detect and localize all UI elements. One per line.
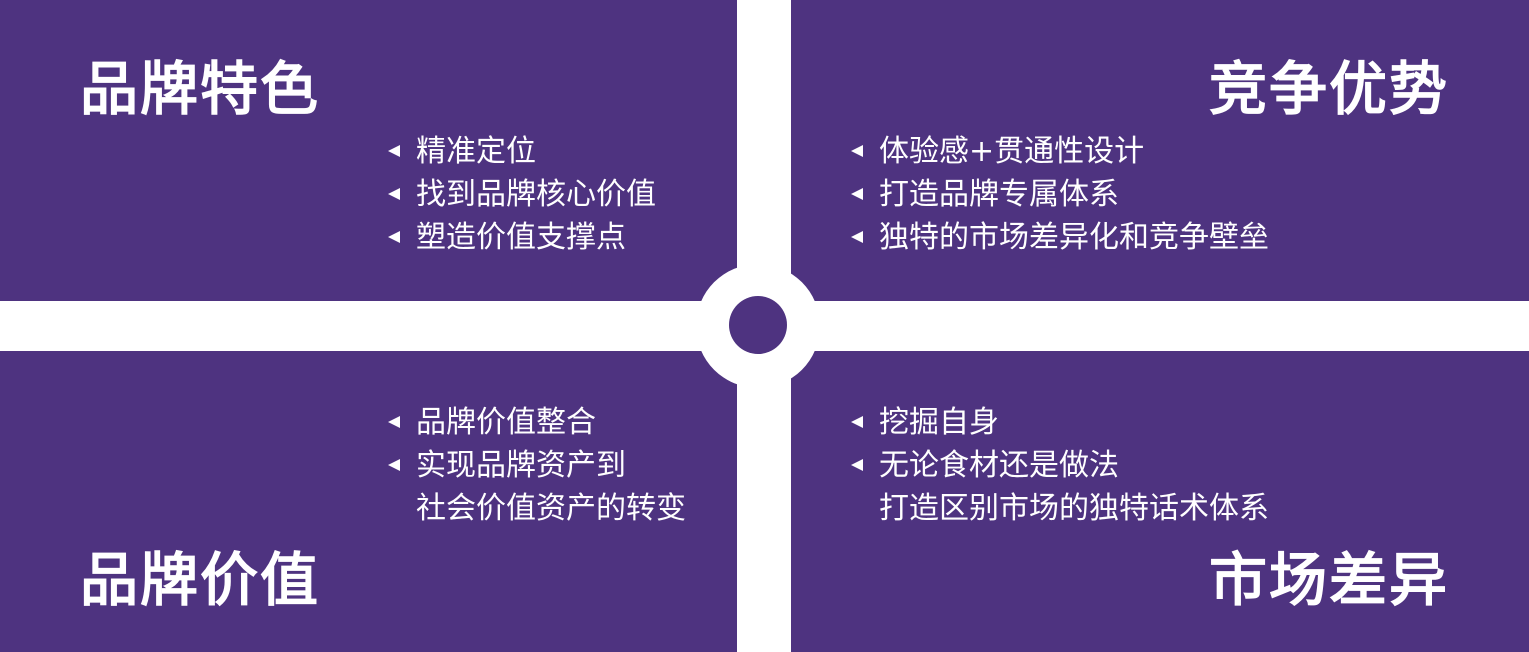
panel-brand-value: 品牌价值整合 实现品牌资产到 社会价值资产的转变 品牌价值: [0, 351, 737, 652]
bullet-marker-icon: [388, 188, 400, 200]
bullet-text: 无论食材还是做法: [879, 448, 1119, 483]
bullet-item: 找到品牌核心价值: [386, 173, 656, 216]
bullet-item: 无论食材还是做法 打造区别市场的独特话术体系: [849, 444, 1269, 530]
panel-title: 品牌价值: [80, 546, 321, 614]
bullet-marker-icon: [388, 459, 400, 471]
bullet-item: 品牌价值整合: [386, 401, 686, 444]
bullet-item: 实现品牌资产到 社会价值资产的转变: [386, 444, 686, 530]
bullet-marker-icon: [388, 231, 400, 243]
bullet-list: 品牌价值整合 实现品牌资产到 社会价值资产的转变: [386, 401, 686, 530]
bullet-list: 精准定位 找到品牌核心价值 塑造价值支撑点: [386, 130, 656, 259]
bullet-text: 打造品牌专属体系: [879, 177, 1119, 212]
panel-title: 竞争优势: [1208, 55, 1449, 123]
center-dot-icon: [729, 296, 787, 354]
bullet-text: 体验感+贯通性设计: [879, 134, 1145, 169]
bullet-marker-icon: [388, 145, 400, 157]
bullet-marker-icon: [851, 145, 863, 157]
bullet-text-continuation: 打造区别市场的独特话术体系: [879, 491, 1269, 526]
bullet-text-continuation: 社会价值资产的转变: [416, 491, 686, 526]
bullet-marker-icon: [851, 188, 863, 200]
bullet-item: 体验感+贯通性设计: [849, 130, 1269, 173]
bullet-item: 打造品牌专属体系: [849, 173, 1269, 216]
panel-brand-features: 品牌特色 精准定位 找到品牌核心价值 塑造价值支撑点: [0, 0, 737, 301]
bullet-text: 实现品牌资产到: [416, 448, 626, 483]
bullet-text: 独特的市场差异化和竞争壁垒: [879, 220, 1269, 255]
bullet-list: 挖掘自身 无论食材还是做法 打造区别市场的独特话术体系: [849, 401, 1269, 530]
bullet-text: 精准定位: [416, 134, 536, 169]
bullet-marker-icon: [851, 459, 863, 471]
bullet-item: 挖掘自身: [849, 401, 1269, 444]
panel-competitive-advantage: 竞争优势 体验感+贯通性设计 打造品牌专属体系 独特的市场差异化和竞争壁垒: [791, 0, 1529, 301]
bullet-item: 精准定位: [386, 130, 656, 173]
panel-title: 品牌特色: [80, 55, 321, 123]
bullet-marker-icon: [851, 416, 863, 428]
bullet-text: 品牌价值整合: [416, 405, 596, 440]
panel-title: 市场差异: [1208, 546, 1449, 614]
bullet-text: 找到品牌核心价值: [416, 177, 656, 212]
bullet-text: 塑造价值支撑点: [416, 220, 626, 255]
bullet-item: 塑造价值支撑点: [386, 216, 656, 259]
bullet-text: 挖掘自身: [879, 405, 999, 440]
bullet-item: 独特的市场差异化和竞争壁垒: [849, 216, 1269, 259]
bullet-marker-icon: [388, 416, 400, 428]
bullet-list: 体验感+贯通性设计 打造品牌专属体系 独特的市场差异化和竞争壁垒: [849, 130, 1269, 259]
panel-market-difference: 挖掘自身 无论食材还是做法 打造区别市场的独特话术体系 市场差异: [791, 351, 1529, 652]
bullet-marker-icon: [851, 231, 863, 243]
